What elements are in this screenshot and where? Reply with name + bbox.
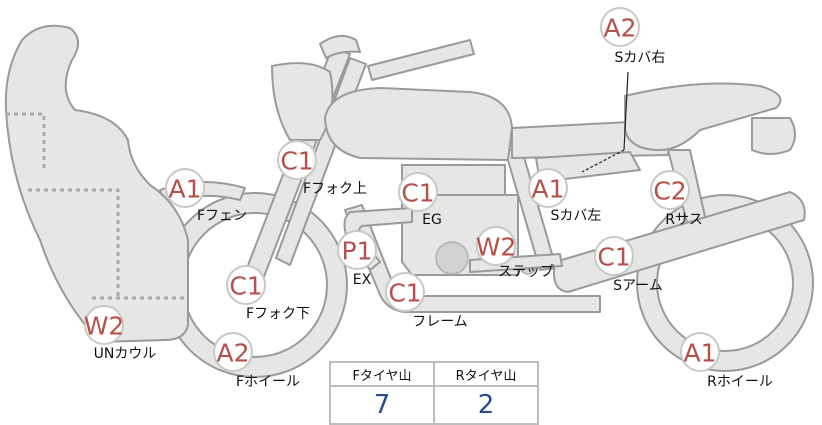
engine-grade: C1: [401, 179, 434, 208]
front-fork-lower-label: Fフォク下: [246, 306, 310, 322]
handlebar-right: [367, 39, 475, 81]
step-grade: W2: [476, 233, 517, 262]
step-label: ステップ: [498, 264, 554, 280]
step-badge: [476, 226, 516, 266]
front-fork-upper-label: Fフォク上: [303, 181, 367, 197]
cowl-seam-mid: [28, 188, 120, 298]
rear-wheel-label: Rホイール: [707, 374, 773, 390]
s-cover-right-leader-tail: [581, 149, 625, 173]
front-fork-lower-grade: C1: [229, 272, 262, 301]
exhaust-label: EX: [353, 272, 372, 288]
front-wheel-grade: A2: [216, 339, 249, 368]
engine-badge: [398, 172, 438, 212]
frame-grade: C1: [388, 279, 421, 308]
rear-wheel-grade: A1: [683, 339, 716, 368]
under-cowl-badge: [84, 305, 124, 345]
rear-tire-value: 2: [433, 385, 539, 425]
swing-arm-grade: C1: [597, 243, 630, 272]
frame-badge: [385, 272, 425, 312]
engine-cover: [435, 241, 469, 275]
front-tire-header: Fタイヤ山: [329, 361, 435, 387]
handlebar-shape: [319, 34, 361, 59]
exhaust-badge: [337, 230, 377, 270]
tail-light-shape: [751, 117, 796, 155]
rear-suspension-label: Rサス: [665, 212, 702, 228]
s-cover-right-leader: [623, 71, 629, 151]
front-wheel-label: Fホイール: [236, 374, 300, 390]
front-fender-badge: [165, 168, 205, 208]
rear-tire-header: Rタイヤ山: [433, 361, 539, 387]
swing-arm-badge: [594, 236, 634, 276]
s-cover-right-grade: A2: [603, 14, 636, 43]
engine-label: EG: [422, 212, 442, 228]
s-cover-right-label: Sカバ右: [615, 50, 666, 66]
s-cover-left-label: Sカバ左: [551, 208, 602, 224]
s-cover-left-badge: [528, 168, 568, 208]
under-cowl-grade: W2: [84, 312, 125, 341]
tail-shape: [624, 82, 782, 151]
exhaust-grade: P1: [342, 237, 373, 266]
swing-arm-label: Sアーム: [613, 278, 663, 294]
frame-label: フレーム: [412, 314, 468, 330]
front-fork-lower-badge: [226, 265, 266, 305]
front-fender-grade: A1: [168, 175, 201, 204]
front-tire-value: 7: [329, 385, 435, 425]
fuel-tank-shape: [324, 87, 513, 161]
front-fender-label: Fフェン: [197, 208, 247, 224]
cowl-seam-upper: [6, 112, 46, 168]
front-fork-upper-badge: [277, 140, 317, 180]
cowl-shape: [4, 24, 189, 343]
s-cover-right-badge: [600, 7, 640, 47]
rear-suspension-badge: [650, 170, 690, 210]
rear-suspension-grade: C2: [653, 177, 686, 206]
step-marker: W2 ステップ: [476, 226, 554, 280]
rear-wheel-badge: [680, 332, 720, 372]
s-cover-left-grade: A1: [531, 175, 564, 204]
frame-marker: C1 フレーム: [385, 272, 468, 330]
tire-tread-table: Fタイヤ山 Rタイヤ山 7 2: [329, 361, 539, 425]
under-cowl-label: UNカウル: [94, 346, 157, 362]
rear-wheel-shape: [636, 194, 814, 372]
headlight-shape: [271, 62, 334, 141]
front-wheel-badge: [213, 332, 253, 372]
part-badges: A2Sカバ右C1Fフォク上A1FフェンC1EGA1Sカバ左C2RサスP1EXW2…: [84, 7, 773, 390]
front-fork-upper-grade: C1: [280, 147, 313, 176]
